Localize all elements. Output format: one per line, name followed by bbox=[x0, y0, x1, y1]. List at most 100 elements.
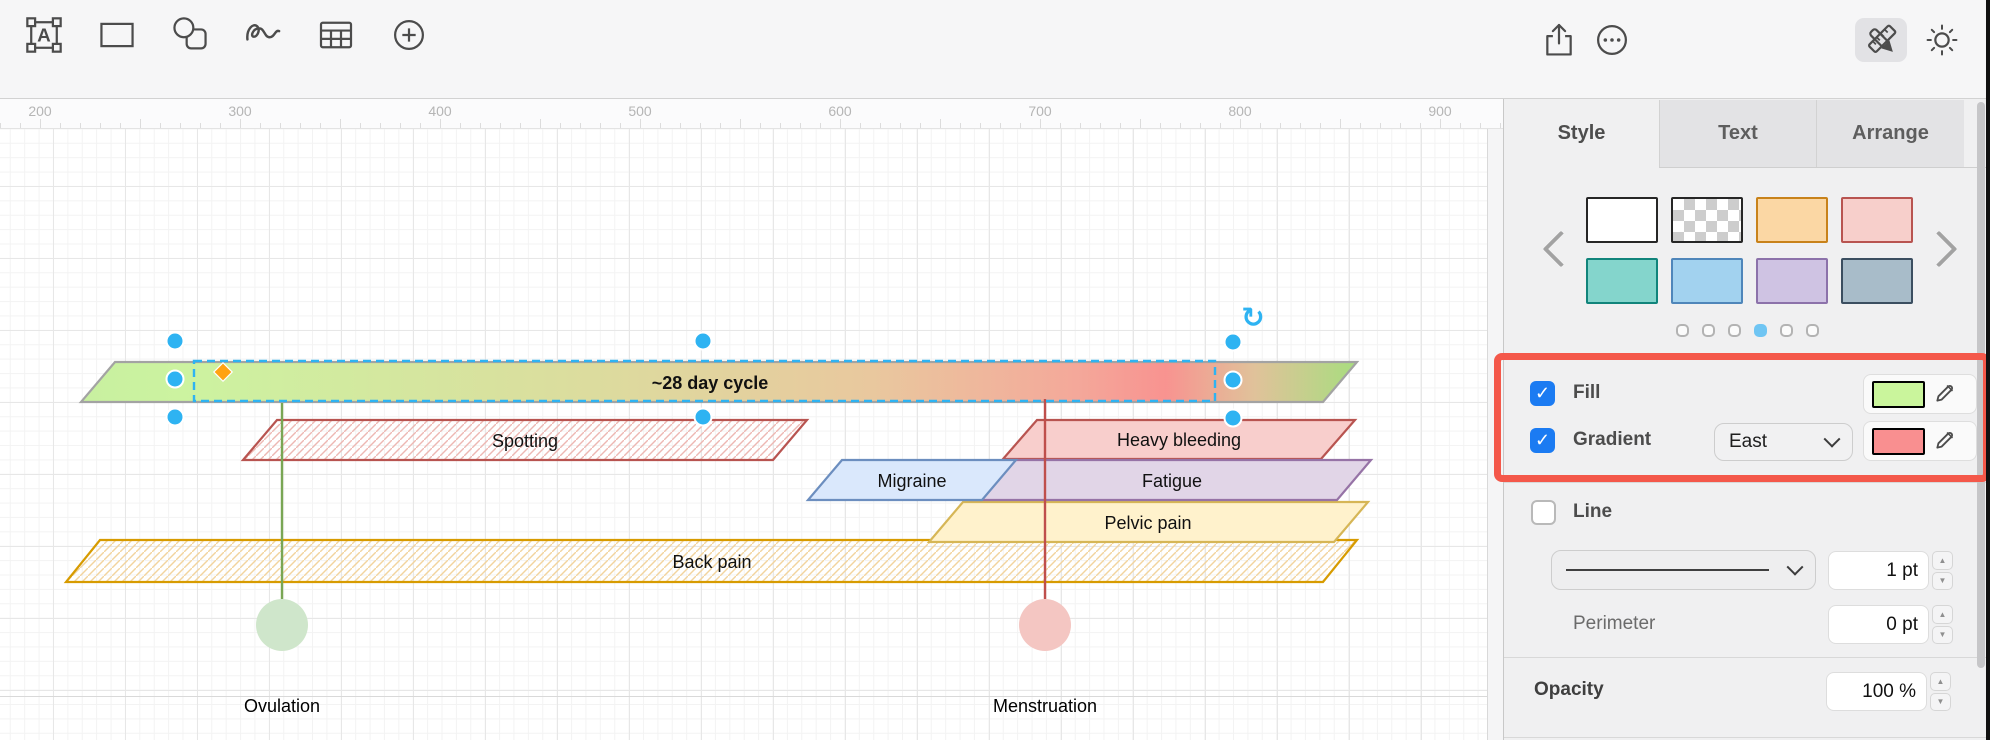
marker-circle-menstruation[interactable] bbox=[1019, 599, 1071, 651]
style-swatch-orange[interactable] bbox=[1756, 197, 1828, 243]
gradient-color-chip[interactable] bbox=[1872, 427, 1925, 455]
tab-style[interactable]: Style bbox=[1504, 100, 1659, 168]
band-migraine[interactable] bbox=[805, 458, 1019, 502]
style-swatch-teal[interactable] bbox=[1586, 258, 1658, 304]
ruler-tick bbox=[240, 119, 241, 128]
ruler-tick bbox=[80, 123, 81, 128]
ruler-tick bbox=[140, 119, 141, 128]
selection-handle[interactable] bbox=[165, 369, 185, 389]
line-style-select[interactable] bbox=[1551, 550, 1816, 590]
ruler-tick bbox=[100, 123, 101, 128]
stepper-up-icon[interactable]: ▲ bbox=[1932, 605, 1953, 624]
eyedropper-icon[interactable] bbox=[1933, 426, 1959, 457]
perimeter-label: Perimeter bbox=[1573, 613, 1656, 634]
gradient-direction-value: East bbox=[1729, 431, 1768, 452]
ruler-tick bbox=[420, 123, 421, 128]
style-swatch-blue[interactable] bbox=[1671, 258, 1743, 304]
ruler-tick bbox=[680, 123, 681, 128]
opacity-value: 100 % bbox=[1862, 680, 1916, 702]
format-panel-button[interactable] bbox=[1855, 18, 1907, 62]
style-swatch-white[interactable] bbox=[1586, 197, 1658, 243]
stepper-down-icon[interactable]: ▼ bbox=[1930, 692, 1951, 711]
ruler-tick bbox=[400, 123, 401, 128]
appearance-button[interactable] bbox=[1920, 18, 1964, 62]
rectangle-tool-button[interactable] bbox=[95, 13, 139, 57]
band-label-spotting: Spotting bbox=[492, 431, 558, 451]
style-swatch-gray[interactable] bbox=[1841, 258, 1913, 304]
style-swatch-purple[interactable] bbox=[1756, 258, 1828, 304]
ruler-tick bbox=[300, 123, 301, 128]
stepper-up-icon[interactable]: ▲ bbox=[1932, 551, 1953, 570]
pager-dot[interactable] bbox=[1676, 324, 1689, 337]
fill-color-button[interactable] bbox=[1863, 374, 1977, 414]
chevron-right-icon[interactable] bbox=[1920, 230, 1958, 268]
ruler-label: 700 bbox=[1028, 103, 1052, 119]
gradient-checkbox[interactable]: ✓ bbox=[1530, 428, 1555, 453]
pager-dot[interactable] bbox=[1728, 324, 1741, 337]
tab-arrange[interactable]: Arrange bbox=[1816, 100, 1964, 167]
stepper-down-icon[interactable]: ▼ bbox=[1932, 625, 1953, 644]
ruler-tick bbox=[880, 123, 881, 128]
share-icon bbox=[1539, 20, 1579, 60]
ruler-label: 900 bbox=[1428, 103, 1452, 119]
format-panel: Style Text Arrange ✓ Fill ✓ Gradient Eas… bbox=[1503, 98, 1990, 740]
more-button[interactable] bbox=[1590, 18, 1634, 62]
marker-circle-ovulation[interactable] bbox=[256, 599, 308, 651]
ruler-tick bbox=[800, 123, 801, 128]
swatch-pager bbox=[1504, 324, 1990, 337]
ruler-tick bbox=[200, 123, 201, 128]
fill-color-chip[interactable] bbox=[1872, 380, 1925, 408]
ruler-tick bbox=[1120, 123, 1121, 128]
insert-tool-button[interactable] bbox=[387, 13, 431, 57]
band-pelvic-pain[interactable] bbox=[926, 500, 1371, 544]
selection-handle[interactable] bbox=[1223, 332, 1243, 352]
pager-dot[interactable] bbox=[1702, 324, 1715, 337]
ruler-tick bbox=[20, 123, 21, 128]
selection-handle[interactable] bbox=[165, 407, 185, 427]
perimeter-input[interactable]: 0 pt bbox=[1828, 605, 1929, 644]
selection-handle[interactable] bbox=[693, 407, 713, 427]
freehand-tool-button[interactable] bbox=[241, 13, 285, 57]
style-swatch-red[interactable] bbox=[1841, 197, 1913, 243]
chevron-left-icon[interactable] bbox=[1542, 230, 1580, 268]
gradient-direction-select[interactable]: East bbox=[1714, 423, 1853, 461]
selection-handle[interactable] bbox=[1223, 370, 1243, 390]
ruler-tick bbox=[160, 123, 161, 128]
ruler-tick bbox=[480, 123, 481, 128]
stepper-down-icon[interactable]: ▼ bbox=[1932, 571, 1953, 590]
pager-dot[interactable] bbox=[1780, 324, 1793, 337]
selection-handle[interactable] bbox=[1223, 408, 1243, 428]
connection-point-handle[interactable] bbox=[212, 361, 234, 383]
line-width-input[interactable]: 1 pt bbox=[1828, 551, 1929, 590]
ruler-tick bbox=[360, 123, 361, 128]
rotate-handle-icon[interactable]: ↻ bbox=[1241, 301, 1264, 334]
gradient-color-button[interactable] bbox=[1863, 421, 1977, 461]
pager-dot[interactable] bbox=[1754, 324, 1767, 337]
selection-handle[interactable] bbox=[693, 331, 713, 351]
line-checkbox[interactable] bbox=[1531, 500, 1556, 525]
ruler-tick bbox=[1200, 123, 1201, 128]
pager-dot[interactable] bbox=[1806, 324, 1819, 337]
panel-scrollbar[interactable] bbox=[1977, 102, 1985, 668]
fill-label: Fill bbox=[1573, 382, 1601, 403]
ruler-tick bbox=[1340, 119, 1341, 128]
share-button[interactable] bbox=[1537, 18, 1581, 62]
fill-checkbox[interactable]: ✓ bbox=[1530, 381, 1555, 406]
stepper-up-icon[interactable]: ▲ bbox=[1930, 672, 1951, 691]
ruler-tick bbox=[1000, 123, 1001, 128]
shape-tool-button[interactable] bbox=[168, 13, 212, 57]
more-icon bbox=[1592, 20, 1632, 60]
style-swatch-none[interactable] bbox=[1671, 197, 1743, 243]
band-spotting[interactable] bbox=[240, 418, 810, 462]
table-tool-button[interactable] bbox=[314, 13, 358, 57]
svg-text:A: A bbox=[37, 26, 51, 47]
opacity-input[interactable]: 100 % bbox=[1826, 672, 1927, 711]
ruler-tick bbox=[1220, 123, 1221, 128]
eyedropper-icon[interactable] bbox=[1933, 379, 1959, 410]
ruler-tick bbox=[1280, 123, 1281, 128]
ruler-tick bbox=[1040, 119, 1041, 128]
tab-text[interactable]: Text bbox=[1659, 100, 1816, 167]
text-tool-button[interactable]: A bbox=[22, 13, 66, 57]
selection-handle[interactable] bbox=[165, 331, 185, 351]
ruler-tick bbox=[260, 123, 261, 128]
